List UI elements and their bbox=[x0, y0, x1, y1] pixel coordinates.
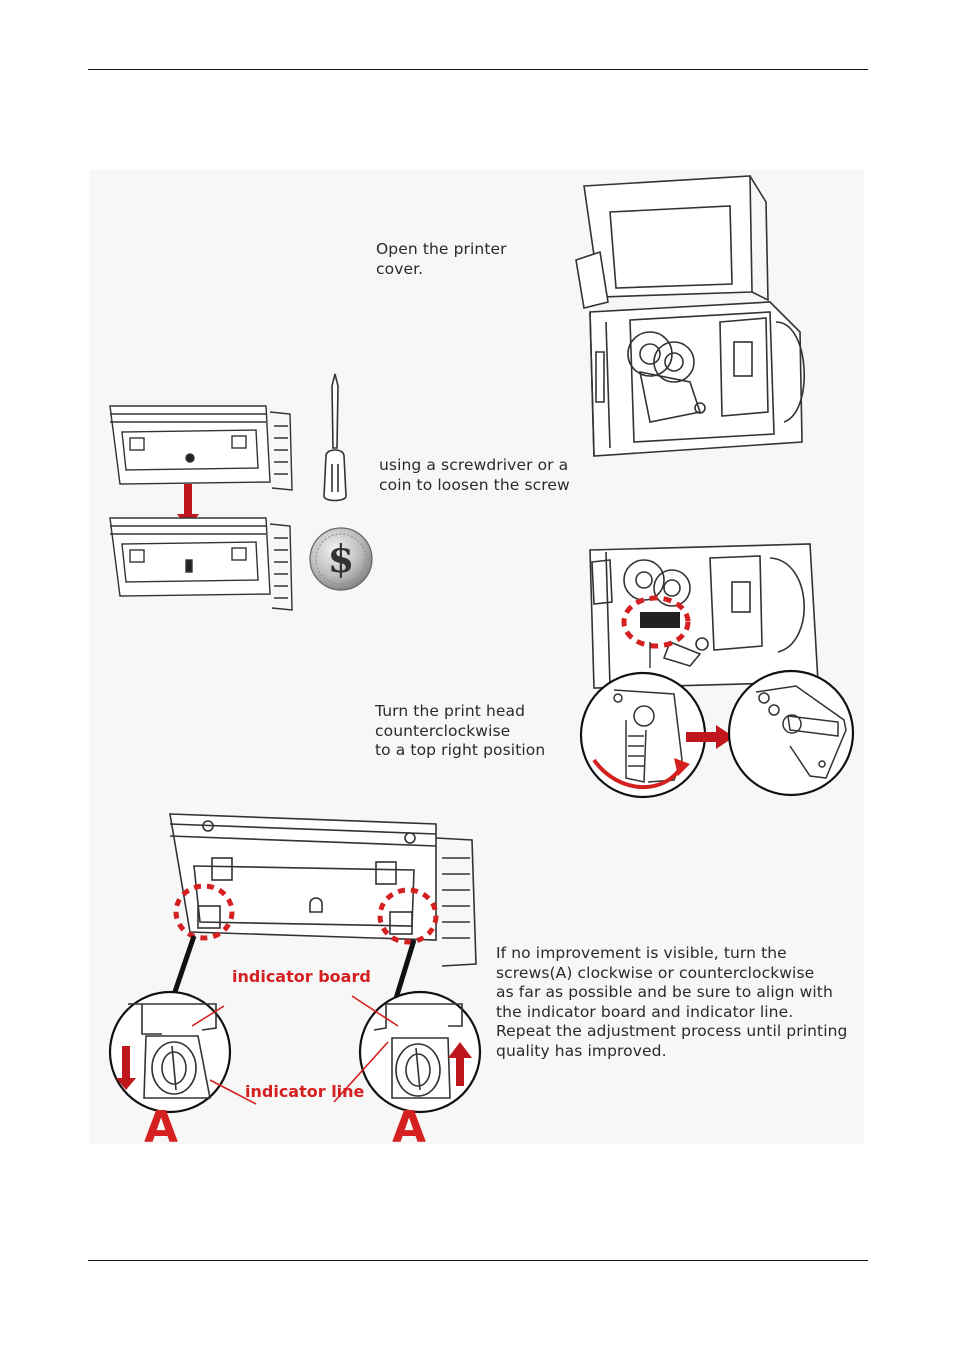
step-turn-head-caption: Turn the print head counterclockwise to … bbox=[375, 702, 546, 760]
printer-open-cover-illustration bbox=[575, 175, 806, 457]
screw-a-label-left: A bbox=[144, 1102, 179, 1153]
print-head-bottom-illustration bbox=[109, 517, 293, 611]
step-adjust-screws-caption: If no improvement is visible, turn the s… bbox=[496, 944, 848, 1060]
screw-zoom-right bbox=[333, 990, 482, 1114]
indicator-line-label: indicator line bbox=[245, 1082, 365, 1101]
screw-zoom-left bbox=[108, 990, 257, 1114]
printer-mechanism-illustration bbox=[589, 543, 819, 689]
coin-icon: $ bbox=[309, 527, 373, 591]
screw-a-label-right: A bbox=[392, 1102, 427, 1153]
print-head-top-illustration bbox=[109, 405, 293, 491]
right-arrow bbox=[686, 725, 734, 749]
coin-symbol: $ bbox=[328, 536, 354, 581]
footer-rule bbox=[88, 1260, 868, 1261]
header-rule bbox=[88, 69, 868, 70]
step-open-cover-caption: Open the printer cover. bbox=[376, 240, 507, 278]
print-head-zoom-after bbox=[727, 669, 855, 797]
step-loosen-screw-caption: using a screwdriver or a coin to loosen … bbox=[379, 456, 570, 494]
indicator-board-label: indicator board bbox=[232, 967, 371, 986]
screwdriver-icon bbox=[323, 373, 347, 502]
print-head-adjustment-illustration bbox=[163, 813, 477, 1019]
